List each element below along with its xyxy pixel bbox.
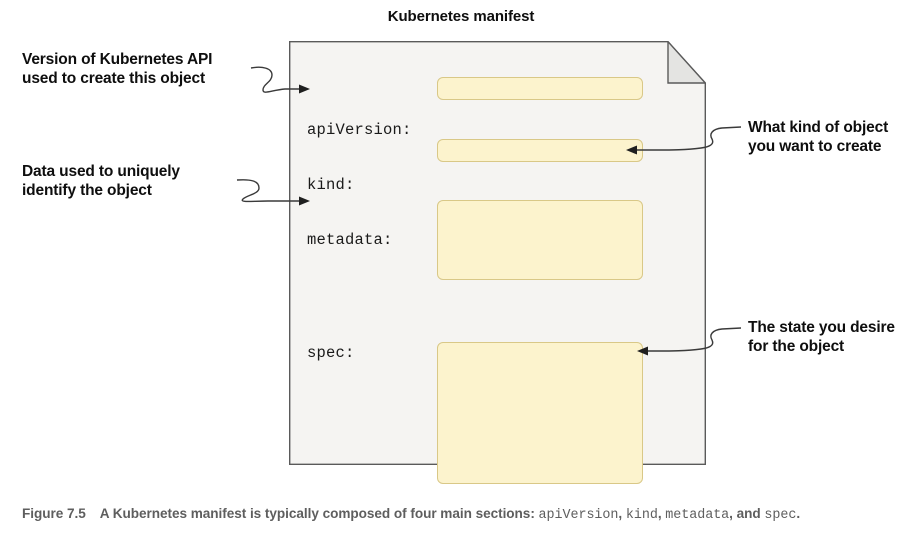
field-label-metadata: metadata: (307, 231, 393, 249)
value-box-metadata[interactable] (437, 200, 643, 280)
figure-caption: Figure 7.5 A Kubernetes manifest is typic… (22, 503, 912, 526)
annotation-kind: What kind of object you want to create (748, 118, 888, 156)
annotation-metadata-line1: Data used to uniquely (22, 163, 180, 180)
caption-end: . (796, 506, 801, 521)
caption-mono-spec: spec (764, 508, 797, 523)
annotation-spec-line2: for the object (748, 338, 845, 355)
caption-sep-3: , and (729, 506, 765, 521)
annotation-apiversion-line1: Version of Kubernetes API (22, 51, 213, 68)
annotation-apiversion: Version of Kubernetes API used to create… (22, 50, 212, 88)
annotation-kind-line1: What kind of object (748, 119, 889, 136)
annotation-spec: The state you desire for the object (748, 318, 895, 356)
manifest-sheet: apiVersion: kind: metadata: spec: (289, 41, 706, 484)
value-box-spec[interactable] (437, 342, 643, 484)
field-label-apiversion: apiVersion: (307, 121, 412, 139)
annotation-metadata: Data used to uniquely identify the objec… (22, 162, 180, 200)
field-label-kind: kind: (307, 176, 355, 194)
annotation-metadata-line2: identify the object (22, 182, 152, 199)
field-label-spec: spec: (307, 344, 355, 362)
annotation-apiversion-line2: used to create this object (22, 70, 206, 87)
caption-sep-1: , (618, 506, 626, 521)
caption-label: Figure 7.5 (22, 506, 86, 521)
figure-title: Kubernetes manifest (387, 8, 535, 25)
value-box-kind[interactable] (437, 139, 643, 162)
caption-text: A Kubernetes manifest is typically compo… (99, 506, 539, 521)
value-box-apiversion[interactable] (437, 77, 643, 100)
caption-mono-metadata: metadata (665, 508, 730, 523)
annotation-spec-line1: The state you desire (748, 319, 895, 336)
annotation-kind-line2: you want to create (748, 138, 882, 155)
dogear-fold-icon (667, 41, 706, 84)
caption-sep-2: , (657, 506, 666, 521)
caption-mono-kind: kind (625, 508, 658, 523)
caption-mono-apiversion: apiVersion (538, 508, 619, 523)
